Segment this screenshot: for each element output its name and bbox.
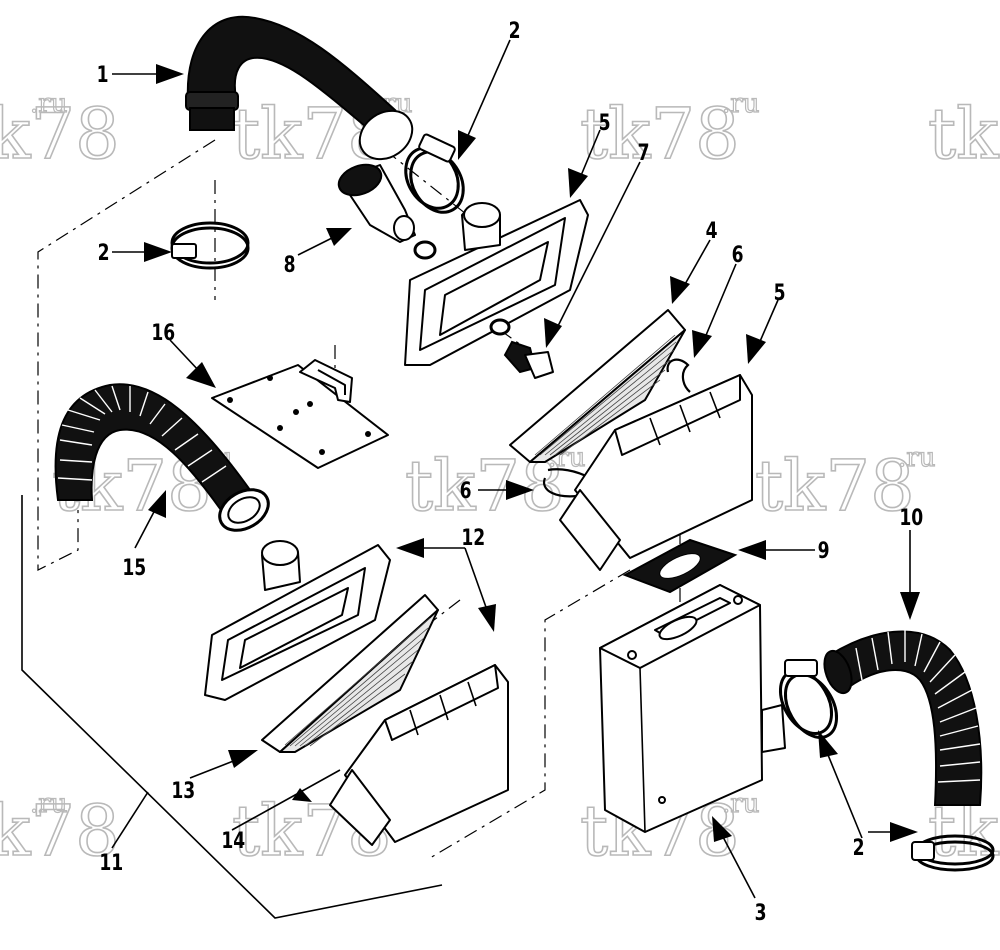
hose-clamp	[170, 221, 250, 270]
svg-text:.ru: .ru	[30, 89, 67, 119]
callout-3: 3	[755, 900, 767, 926]
callout-2: 2	[853, 835, 865, 861]
retaining-clip	[666, 358, 691, 393]
callout-6: 6	[732, 242, 744, 268]
callout-1: 1	[97, 62, 109, 88]
hose-clamp	[911, 834, 995, 872]
filter-element-lower	[261, 594, 439, 753]
svg-text:tk78: tk78	[580, 93, 740, 175]
hose-clamp	[778, 659, 839, 739]
corrugated-hose-right	[823, 630, 983, 806]
watermark: tk78.ru	[404, 442, 586, 527]
callout-15: 15	[122, 555, 146, 581]
svg-text:.ru: .ru	[898, 443, 935, 473]
callout-2: 2	[509, 18, 521, 44]
callout-10: 10	[899, 505, 923, 531]
lower-housing	[329, 664, 509, 846]
callout-11: 11	[99, 850, 123, 876]
gasket	[622, 538, 738, 594]
intake-elbow-hose	[185, 15, 414, 161]
watermark: tk78	[927, 92, 1000, 176]
watermarks: tk78.ru tk78.ru tk78.ru tk78 tk78.ru tk7…	[0, 88, 1000, 872]
callout-8: 8	[284, 252, 296, 278]
side-cover-right	[559, 374, 753, 571]
corrugated-hose-left	[54, 383, 270, 532]
watermark: tk78.ru	[754, 442, 936, 527]
upper-cover	[404, 199, 589, 366]
svg-text:tk78: tk78	[0, 790, 120, 872]
callout-13: 13	[171, 778, 195, 804]
svg-text:tk78: tk78	[928, 93, 1000, 175]
restriction-indicator	[337, 163, 437, 260]
callout-14: 14	[221, 828, 245, 854]
bracket-lines	[21, 495, 443, 919]
svg-text:.ru: .ru	[30, 789, 67, 819]
mounting-plate	[211, 359, 389, 469]
watermark: tk78.ru	[579, 88, 760, 175]
svg-text:tk78: tk78	[0, 93, 120, 175]
watermark: tk78.ru	[0, 88, 120, 175]
callout-5: 5	[599, 110, 611, 136]
callout-9: 9	[818, 538, 830, 564]
watermark: tk78.ru	[0, 788, 120, 872]
callout-12: 12	[461, 525, 485, 551]
lower-cover	[204, 540, 391, 701]
leader-lines	[111, 39, 920, 899]
callout-6: 6	[460, 478, 472, 504]
filter-element-upper	[509, 309, 686, 463]
filter-housing	[599, 584, 786, 833]
callout-2: 2	[98, 240, 110, 266]
svg-text:tk78: tk78	[755, 445, 915, 527]
callout-7: 7	[638, 140, 650, 166]
mounting-bolt	[489, 318, 554, 379]
callout-4: 4	[706, 218, 718, 244]
hose-clamp	[404, 133, 465, 214]
callout-16: 16	[151, 320, 175, 346]
callout-labels: 1 2 2 2 3 4 5 5 6 6 7 8 9 10 11 12 13 14…	[97, 18, 924, 926]
callout-5: 5	[774, 280, 786, 306]
svg-text:.ru: .ru	[722, 89, 759, 119]
